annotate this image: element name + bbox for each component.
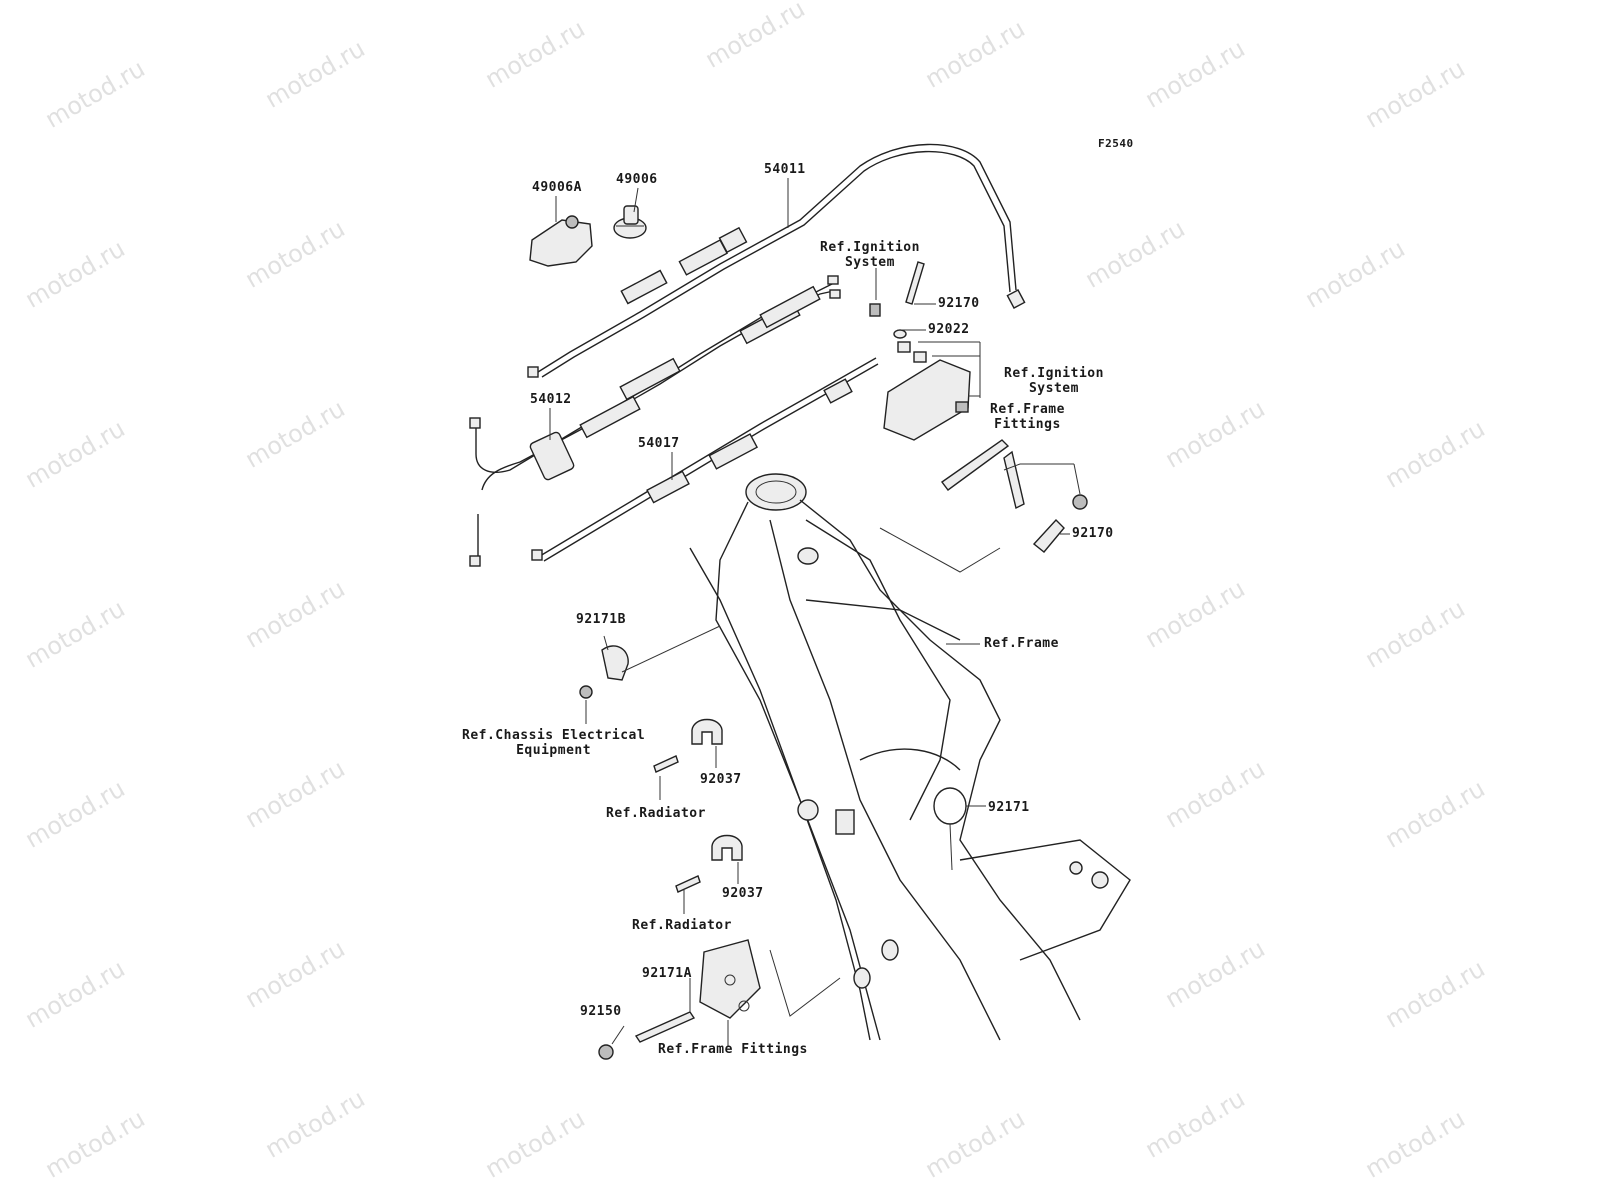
callout-92037-b: 92037	[722, 886, 764, 901]
callout-54011: 54011	[764, 162, 806, 177]
callout-92170-top: 92170	[938, 296, 980, 311]
cable-end-barrel	[527, 366, 539, 378]
band-92171	[933, 787, 967, 825]
callout-49006A: 49006A	[532, 180, 582, 195]
cable-54012	[469, 275, 841, 567]
clamp-92037-upper	[653, 718, 723, 773]
callout-92170-mid: 92170	[1072, 526, 1114, 541]
callout-92150: 92150	[580, 1004, 622, 1019]
frame-fitting-bracket	[941, 439, 1088, 553]
ref-ignition-system-2: Ref.Ignition System	[1004, 366, 1104, 396]
callout-54012: 54012	[530, 392, 572, 407]
callout-49006: 49006	[616, 172, 658, 187]
ref-radiator-1: Ref.Radiator	[606, 806, 706, 821]
ref-chassis-electrical: Ref.Chassis Electrical Equipment	[462, 728, 646, 758]
figure-code: F2540	[1098, 137, 1134, 150]
callout-54017: 54017	[638, 436, 680, 451]
ignition-parts	[869, 261, 971, 441]
bracket-92171A	[598, 939, 761, 1060]
clamp-92171B	[579, 645, 629, 699]
cable-54017	[531, 357, 879, 562]
ref-ignition-system-1: Ref.Ignition System	[820, 240, 920, 270]
callout-92037-a: 92037	[700, 772, 742, 787]
cable-54011	[527, 143, 1026, 378]
ref-frame-fittings-1: Ref.Frame Fittings	[990, 402, 1065, 432]
ref-frame: Ref.Frame	[984, 636, 1059, 651]
throttle-collar-49006	[613, 205, 647, 239]
callout-92171A: 92171A	[642, 966, 692, 981]
clamp-92037-lower	[675, 834, 743, 893]
throttle-cover-49006A	[529, 215, 593, 267]
callout-92171: 92171	[988, 800, 1030, 815]
leader-lines	[549, 178, 1081, 1046]
ref-radiator-2: Ref.Radiator	[632, 918, 732, 933]
callout-92171B: 92171B	[576, 612, 626, 627]
callout-92022: 92022	[928, 322, 970, 337]
ref-frame-fittings-2: Ref.Frame Fittings	[658, 1042, 808, 1057]
motorcycle-frame	[689, 473, 1131, 1041]
